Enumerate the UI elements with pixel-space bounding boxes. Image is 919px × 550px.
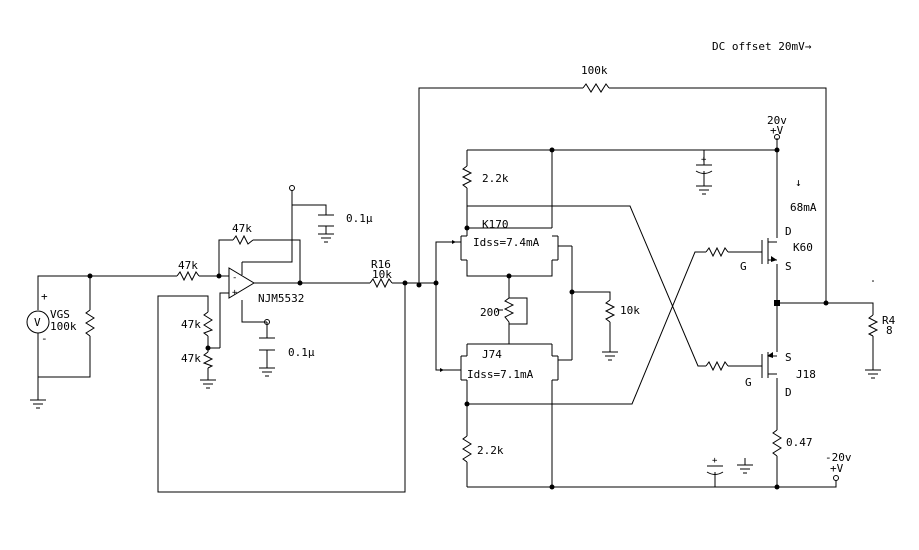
- vsrc-symbol: V: [34, 316, 41, 329]
- pin-j18-d: D: [785, 386, 792, 399]
- resistors: [85, 83, 879, 463]
- r-gate-k60: [705, 246, 729, 258]
- label-r-drain-top: 2.2k: [482, 172, 509, 185]
- cap-top-0-1u: [318, 214, 334, 227]
- label-vgs-value: 100k: [50, 320, 77, 333]
- r-div-top: [202, 311, 214, 337]
- label-vgs-name: VGS: [50, 308, 70, 321]
- label-r-in: 47k: [178, 259, 198, 272]
- label-r4-name: R4: [882, 314, 896, 327]
- mosfet-k60: [756, 238, 777, 264]
- opamp-minus: -: [232, 273, 237, 283]
- label-r-drain-bot: 2.2k: [477, 444, 504, 457]
- jfet-j74: [440, 355, 572, 381]
- r-bias-10k: [604, 299, 616, 323]
- label-c-bot: 0.1μ: [288, 346, 315, 359]
- label-q-bot: J74: [482, 348, 502, 361]
- label-current-arrow: ↓: [795, 176, 802, 189]
- label-r-div-top: 47k: [181, 318, 201, 331]
- label-r-opamp-fb: 47k: [232, 222, 252, 235]
- r-drain-top-2-2k: [461, 165, 473, 189]
- jfet-k170: [452, 235, 572, 261]
- r-opamp-fb-47k: [232, 234, 254, 246]
- label-pot: 200: [480, 306, 500, 319]
- supply-pos-terminal: [774, 134, 780, 140]
- label-opamp: NJM5532: [258, 292, 304, 305]
- r-source-0-47: [772, 429, 782, 457]
- label-c-top: 0.1μ: [346, 212, 373, 225]
- vsrc-plus: +: [41, 290, 48, 303]
- cap-electrolytic-bot: [706, 465, 724, 475]
- cap-electrolytic-top: [695, 164, 713, 178]
- label-out-bot: J18: [796, 368, 816, 381]
- r16-10k: [369, 277, 393, 289]
- label-r-feedback: 100k: [581, 64, 608, 77]
- cap-bot-0-1u: [259, 337, 275, 351]
- label-current: 68mA: [790, 201, 817, 214]
- pin-j18-s: S: [785, 351, 792, 364]
- svg-text:+: +: [701, 155, 707, 165]
- label-supply-pos: 20v: [767, 114, 787, 127]
- label-r4-value: 8: [886, 324, 893, 337]
- label-q-top-idss: Idss=7.4mA: [473, 236, 540, 249]
- pin-k60-d: D: [785, 225, 792, 238]
- svg-text:+: +: [712, 456, 718, 466]
- wires: [37, 87, 874, 493]
- label-r16-value: 10k: [372, 268, 392, 281]
- r4-load-8: [867, 314, 879, 337]
- label-q-bot-idss: Idss=7.1mA: [467, 368, 534, 381]
- vsrc-minus: -: [41, 332, 48, 345]
- r-pot-200: [503, 297, 515, 323]
- r-gate-j18: [705, 360, 729, 372]
- r-drain-bot-2-2k: [462, 435, 472, 463]
- ground-symbols: [30, 185, 881, 474]
- label-supply-pos-sym: +V: [770, 124, 784, 137]
- label-r-source: 0.47: [786, 436, 813, 449]
- junction-dots: [87, 147, 829, 490]
- pin-k60-g: G: [740, 260, 747, 273]
- dc-offset-note: DC offset 20mV→: [712, 40, 812, 53]
- r-in-47k: [176, 270, 200, 282]
- opamp-njm5532: - +: [228, 185, 295, 325]
- label-r-bias: 10k: [620, 304, 640, 317]
- pin-j18-g: G: [745, 376, 752, 389]
- capacitors: + +: [259, 155, 724, 475]
- opamp-plus: +: [232, 288, 238, 298]
- label-supply-neg-sym: +V: [830, 462, 844, 475]
- r-vgs-100k: [85, 309, 95, 337]
- mosfet-j18: [756, 352, 777, 378]
- label-supply-neg: -20v: [825, 451, 852, 464]
- label-r16-name: R16: [371, 258, 391, 271]
- r-div-bot: [202, 351, 214, 369]
- label-r-div-bot: 47k: [181, 352, 201, 365]
- pin-k60-s: S: [785, 260, 792, 273]
- voltage-source-vgs: V + -: [26, 290, 50, 345]
- label-q-top: K170: [482, 218, 509, 231]
- labels: DC offset 20mV→ 100k 2.2k 2.2k 47k 47k 4…: [50, 40, 896, 475]
- supply-neg-terminal: [833, 475, 839, 481]
- r-feedback-100k: [582, 83, 610, 93]
- label-out-top: K60: [793, 241, 813, 254]
